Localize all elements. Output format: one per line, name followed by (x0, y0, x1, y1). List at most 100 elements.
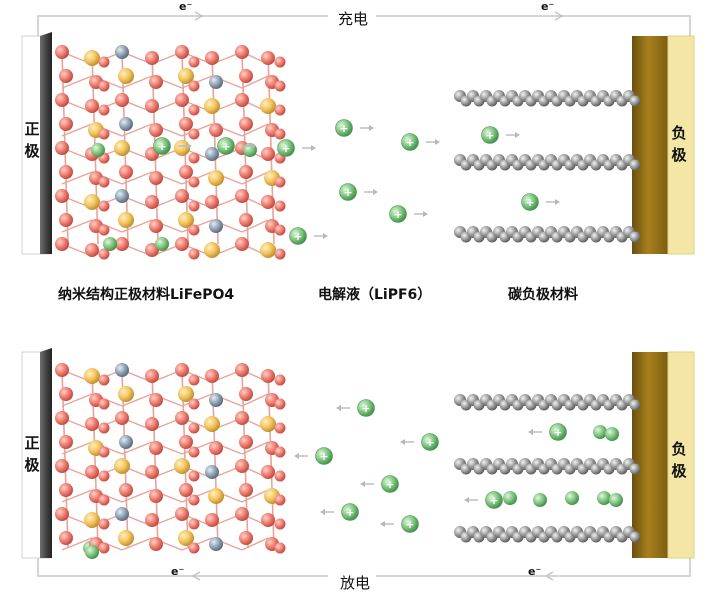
lattice-atom (239, 531, 253, 545)
lattice-atom (175, 237, 189, 251)
lattice-atom (114, 140, 130, 156)
lattice-atom (178, 212, 194, 228)
lattice-atom (149, 441, 163, 455)
graphite-group (454, 90, 641, 243)
lattice-bond (241, 75, 269, 89)
lithium-ion: + (380, 515, 419, 533)
ion-sphere (315, 447, 333, 465)
electrolyte-caption: 电解液（LiPF6） (318, 287, 432, 303)
lattice-atom (178, 386, 194, 402)
lattice-atom (98, 494, 110, 506)
electron-label-bottom-right: e⁻ (528, 565, 542, 578)
ion-charge: + (489, 494, 498, 507)
lattice-atom (178, 530, 194, 546)
lithium-ions: ++++++++++++++++++ (153, 119, 567, 533)
lattice-atom (175, 411, 189, 425)
lattice-atom (84, 368, 100, 384)
lattice-atom (119, 483, 133, 497)
lattice-bond (241, 537, 269, 551)
lattice-atom (260, 242, 276, 258)
lattice-atom (188, 470, 200, 482)
ion-charge: + (425, 436, 434, 449)
lattice-atom (235, 189, 249, 203)
intercalated-lithium (503, 491, 517, 505)
cathode-lattice (55, 363, 286, 559)
lattice-atom (85, 417, 99, 431)
lattice-atom (274, 422, 286, 434)
lattice-atom (188, 104, 200, 116)
lattice-atom (179, 117, 193, 131)
lattice-atom (239, 165, 253, 179)
lattice-atom (261, 51, 275, 65)
wire-arrow (554, 11, 564, 21)
lattice-atom (119, 435, 133, 449)
wire-arrow (194, 11, 204, 21)
ion-charge: + (405, 518, 414, 531)
lattice-atom (261, 465, 275, 479)
lithium-ion: + (277, 139, 316, 157)
lattice-atom (98, 446, 110, 458)
lattice-atom (188, 542, 200, 554)
lattice-atom (55, 93, 69, 107)
ion-sphere (381, 475, 399, 493)
circuit-wire (376, 15, 691, 40)
lattice-atom (260, 98, 276, 114)
intercalated-lithium (593, 425, 607, 439)
carbon-atom (629, 231, 641, 243)
lattice-atom (188, 56, 200, 68)
ion-sphere (401, 515, 419, 533)
ion-charge: + (525, 196, 534, 209)
anode-graphite-layers (454, 90, 641, 543)
lattice-atom (188, 176, 200, 188)
lattice-atom (145, 465, 159, 479)
ion-sphere (339, 183, 357, 201)
anode-label-char: 极 (671, 146, 687, 164)
lattice-bond (121, 393, 153, 407)
ion-sphere (217, 137, 235, 155)
lattice-atom (98, 128, 110, 140)
lattice-atom (274, 374, 286, 386)
electron-label-top-right: e⁻ (541, 0, 555, 13)
cathode-lattices (55, 45, 286, 559)
lattice-atom (145, 99, 159, 113)
ion-arrow-head (373, 189, 378, 195)
lattice-bond (241, 171, 269, 185)
lattice-lithium (243, 143, 257, 157)
ion-sphere (421, 433, 439, 451)
lattice-bond (121, 537, 153, 551)
lattice-atom (235, 45, 249, 59)
lattice-atom (274, 470, 286, 482)
ion-charge: + (157, 140, 166, 153)
ion-arrow-head (251, 143, 256, 149)
lattice-atom (274, 176, 286, 188)
electron-label-top-left: e⁻ (179, 0, 193, 13)
lattice-atom (208, 170, 224, 186)
lithium-ion: + (481, 126, 520, 144)
electron-label-bottom-left: e⁻ (171, 565, 185, 578)
lattice-atom (239, 117, 253, 131)
charge-process-label: 充电 (338, 10, 369, 28)
lattice-atom (274, 224, 286, 236)
lattice-atom (85, 243, 99, 257)
lithium-ion: + (360, 475, 399, 493)
ion-sphere (277, 139, 295, 157)
discharge-process-label: 放电 (340, 574, 371, 592)
ion-charge: + (319, 450, 328, 463)
lattice-atom (205, 369, 219, 383)
lattice-atom (188, 446, 200, 458)
lattice-atom (204, 242, 220, 258)
lattice-atom (274, 200, 286, 212)
intercalated-lithium (597, 491, 611, 505)
lattice-atom (98, 200, 110, 212)
lattice-atom (235, 363, 249, 377)
lattice-atom (239, 387, 253, 401)
ion-charge: + (281, 142, 290, 155)
lattice-bond (121, 123, 153, 137)
wire-arrow (191, 571, 201, 581)
lattice-atom (98, 470, 110, 482)
intercalated-lithium (609, 493, 623, 507)
electrode-plates (21, 32, 695, 559)
lattice-atom (209, 75, 223, 89)
lithium-ion: + (400, 433, 439, 451)
